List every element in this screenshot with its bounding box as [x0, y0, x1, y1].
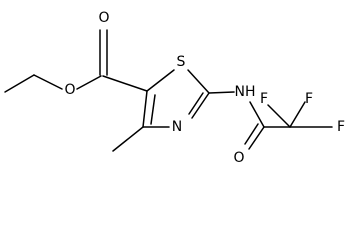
atom-o-ester: O — [64, 82, 75, 98]
bond-ch2-o — [33, 74, 63, 90]
structure-diagram: O O S N NH O F F F — [4, 10, 345, 166]
bond-cf3-f-top-right — [289, 101, 306, 128]
bond-c2-n-inner — [188, 92, 204, 115]
bond-cf3-f-top-left — [267, 104, 291, 128]
bond-c4-c5-outer — [142, 90, 148, 128]
bond-c4-methyl — [112, 126, 144, 152]
atom-f-right: F — [337, 119, 345, 135]
atom-n-ring: N — [172, 119, 182, 135]
bond-o-c-ester — [76, 75, 102, 90]
thiazole-ring — [112, 69, 210, 152]
atom-o-carbonyl: O — [98, 10, 109, 26]
amide-bonds — [208, 91, 333, 150]
atom-s-ring: S — [177, 54, 186, 70]
atom-o-amide: O — [233, 150, 244, 166]
bond-c-o-amide-1 — [248, 126, 265, 150]
bond-c-o-amide-2 — [244, 123, 259, 145]
bond-ch3-ch2 — [4, 74, 35, 93]
atom-nh-amide: NH — [235, 84, 256, 100]
atom-f-top-left: F — [260, 91, 268, 107]
bond-c4-c5-inner — [150, 94, 156, 125]
ester-bonds — [4, 29, 148, 93]
bond-c2-nh — [208, 91, 235, 94]
bond-nh-c-amide — [249, 101, 265, 128]
bond-c-ester-c5 — [102, 75, 148, 92]
bond-c5-s — [146, 69, 175, 92]
bond-s-c2 — [187, 69, 210, 94]
bond-c2-n-double — [191, 92, 210, 119]
atom-f-top-right: F — [305, 91, 313, 107]
